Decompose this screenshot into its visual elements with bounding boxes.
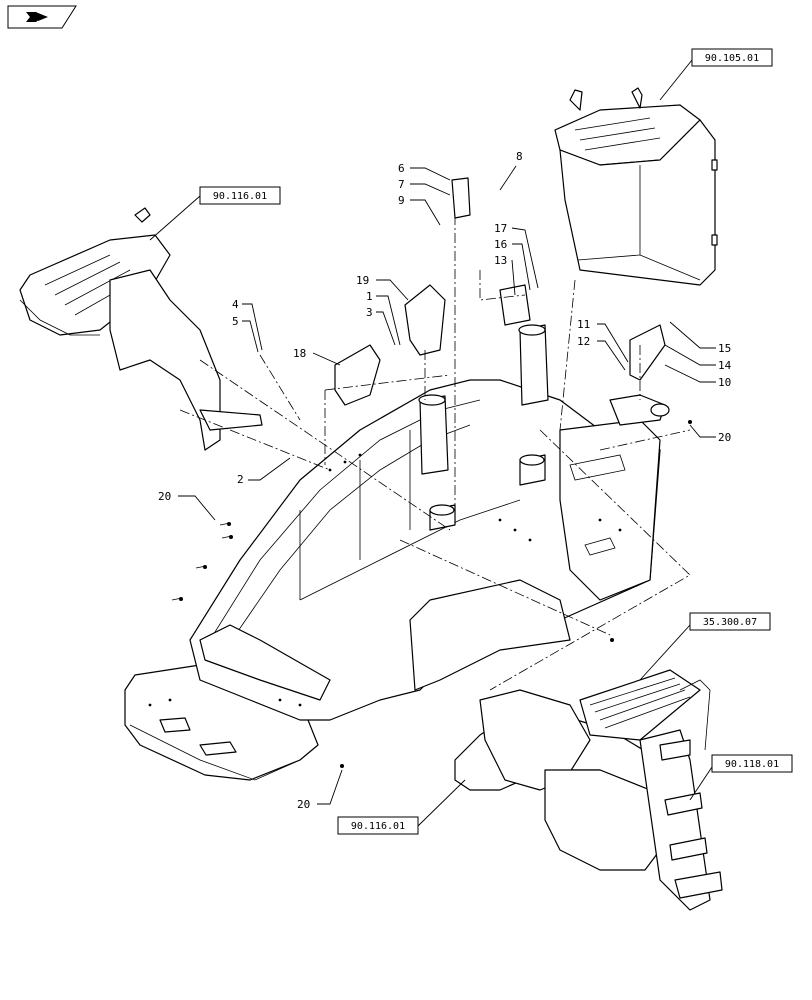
- callout-10: 10: [664, 364, 731, 389]
- callout-7: 7: [398, 178, 451, 196]
- svg-text:2: 2: [237, 473, 244, 486]
- svg-text:35.300.07: 35.300.07: [703, 617, 757, 628]
- ref-box-90-105-01[interactable]: 90.105.01: [659, 48, 773, 101]
- svg-text:14: 14: [718, 359, 732, 372]
- callout-4: 4: [232, 298, 263, 351]
- svg-text:20: 20: [158, 490, 171, 503]
- callout-9: 9: [398, 194, 441, 226]
- svg-text:8: 8: [516, 150, 523, 163]
- callout-6: 6: [398, 162, 451, 181]
- svg-text:6: 6: [398, 162, 405, 175]
- callout-14: 14: [664, 344, 732, 372]
- callout-11: 11: [577, 318, 629, 363]
- callout-5: 5: [232, 315, 259, 353]
- ref-box-90-118-01[interactable]: 90.118.01: [689, 754, 793, 801]
- callout-8: 8: [499, 150, 523, 191]
- svg-text:9: 9: [398, 194, 405, 207]
- next-page-arrow-icon[interactable]: [7, 5, 77, 29]
- alignment-lines: [179, 215, 691, 691]
- svg-text:90.118.01: 90.118.01: [725, 759, 779, 770]
- svg-text:17: 17: [494, 222, 507, 235]
- top-cover: [554, 87, 718, 286]
- svg-text:13: 13: [494, 254, 507, 267]
- svg-text:19: 19: [356, 274, 369, 287]
- callouts: 6 7 9 8 17 16 13 19 1 3 4 5 18 2 11 12 1…: [158, 150, 732, 811]
- svg-text:11: 11: [577, 318, 590, 331]
- svg-text:20: 20: [718, 431, 731, 444]
- callout-17: 17: [494, 222, 539, 289]
- callout-19: 19: [356, 274, 409, 301]
- svg-text:15: 15: [718, 342, 731, 355]
- callout-13: 13: [494, 254, 516, 296]
- svg-text:90.105.01: 90.105.01: [705, 53, 759, 64]
- brackets: [334, 177, 666, 406]
- callout-20-right: 20: [689, 424, 731, 444]
- svg-text:18: 18: [293, 347, 306, 360]
- callout-3: 3: [366, 306, 396, 346]
- callout-15: 15: [669, 321, 731, 355]
- callout-16: 16: [494, 238, 531, 291]
- callout-20-left: 20: [158, 490, 216, 521]
- ref-box-35-300-07[interactable]: 35.300.07: [639, 612, 771, 681]
- svg-text:90.116.01: 90.116.01: [213, 191, 267, 202]
- ref-box-90-116-01-top[interactable]: 90.116.01: [149, 186, 281, 241]
- svg-text:20: 20: [297, 798, 310, 811]
- ref-box-90-116-01-bottom[interactable]: 90.116.01: [337, 779, 466, 835]
- svg-text:7: 7: [398, 178, 405, 191]
- callout-2: 2: [237, 457, 291, 486]
- callout-20-bottom: 20: [297, 769, 343, 811]
- svg-text:90.116.01: 90.116.01: [351, 821, 405, 832]
- svg-text:3: 3: [366, 306, 373, 319]
- svg-text:10: 10: [718, 376, 731, 389]
- callout-18: 18: [293, 347, 341, 366]
- svg-text:12: 12: [577, 335, 590, 348]
- right-fender-steps: [454, 669, 723, 911]
- svg-text:16: 16: [494, 238, 507, 251]
- callout-1: 1: [366, 290, 401, 346]
- main-frame: [124, 324, 670, 781]
- svg-text:1: 1: [366, 290, 373, 303]
- left-fender: [19, 207, 263, 451]
- svg-text:5: 5: [232, 315, 239, 328]
- svg-text:4: 4: [232, 298, 239, 311]
- callout-12: 12: [577, 335, 626, 371]
